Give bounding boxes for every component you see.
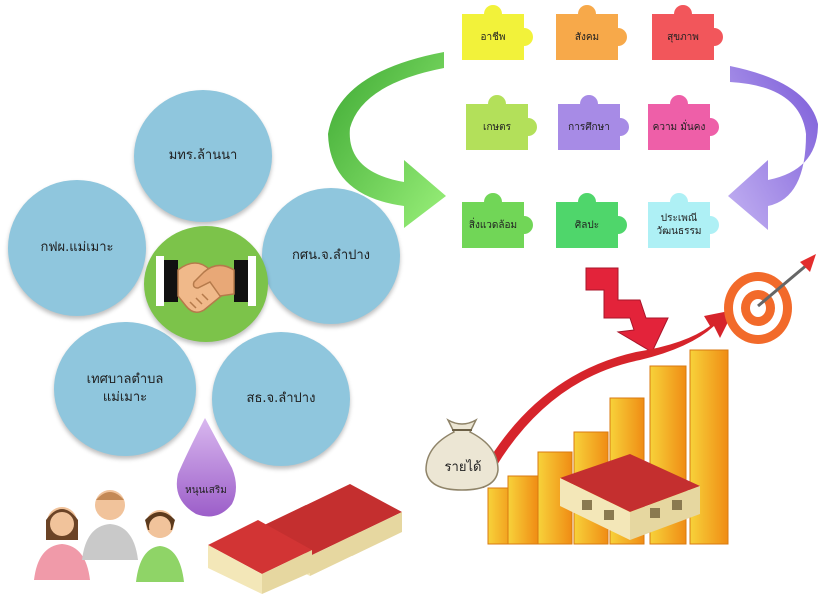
handshake-icon — [156, 256, 256, 313]
partner-circle-municipality: เทศบาลตำบล แม่เมาะ — [54, 322, 196, 456]
partner-label: กศน.จ.ลำปาง — [291, 248, 371, 264]
puzzle-piece-tradition: ประเพณี วัฒนธรรม — [648, 193, 719, 248]
partner-circle-rmutl: มทร.ล้านนา — [134, 90, 272, 222]
growth-bar — [573, 431, 609, 545]
puzzle-piece-environment: สิ่งแวดล้อม — [462, 193, 533, 248]
puzzle-piece-career: อาชีพ — [462, 5, 533, 60]
factory-icon — [560, 454, 700, 540]
growth-bar — [487, 487, 519, 545]
center-circle — [144, 226, 268, 342]
growth-bar — [537, 451, 573, 545]
partner-circle-health: สธ.จ.ลำปาง — [212, 332, 350, 466]
red-zigzag-arrow — [585, 267, 669, 353]
partner-label: เทศบาลตำบล แม่เมาะ — [86, 372, 164, 405]
drop-label: หนุนเสริม — [185, 485, 227, 496]
money-bag-icon — [425, 418, 499, 491]
puzzle-piece-art: ศิลปะ — [556, 193, 627, 248]
partner-label: สธ.จ.ลำปาง — [246, 391, 316, 407]
puzzle-piece-agriculture: เกษตร — [466, 95, 537, 150]
growth-bars — [487, 349, 729, 545]
puzzle-piece-education: การศึกษา — [558, 95, 629, 150]
growth-arrow — [474, 310, 734, 488]
puzzle-piece-security: ความ มั่นคง — [648, 95, 719, 150]
growth-bar — [609, 397, 645, 545]
puzzle-piece-health: สุขภาพ — [652, 5, 723, 60]
puzzle-piece-society: สังคม — [556, 5, 627, 60]
target-icon — [724, 254, 816, 344]
growth-bar — [507, 475, 539, 545]
growth-bar — [649, 365, 687, 545]
partner-label: กฟผ.แม่เมาะ — [40, 240, 114, 256]
partner-circle-egat: กฟผ.แม่เมาะ — [8, 180, 146, 316]
partner-label: มทร.ล้านนา — [168, 148, 238, 164]
growth-bar — [689, 349, 729, 545]
money-bag-label: รายได้ — [444, 460, 482, 475]
purple-curved-arrow — [728, 66, 818, 230]
partner-circle-nfe: กศน.จ.ลำปาง — [262, 188, 400, 324]
